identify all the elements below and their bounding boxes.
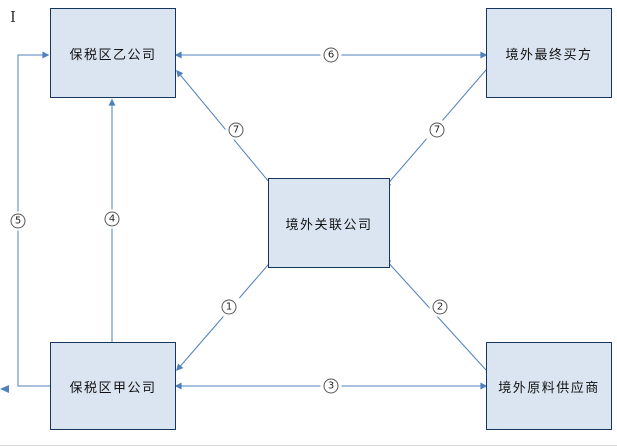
edge-label-1: 1 bbox=[218, 297, 240, 317]
edge-label-6: 6 bbox=[320, 45, 342, 65]
edge-label-7-right: 7 bbox=[426, 120, 448, 140]
edge-number-5: 5 bbox=[10, 213, 26, 229]
edge-number-6: 6 bbox=[323, 47, 339, 63]
edge-label-4: 4 bbox=[101, 209, 123, 229]
edge-label-5: 5 bbox=[7, 211, 29, 231]
node-final-buyer: 境外最终买方 bbox=[486, 8, 612, 98]
edge-number-7-right: 7 bbox=[429, 122, 445, 138]
edge-number-3: 3 bbox=[323, 378, 339, 394]
node-affiliate-label: 境外关联公司 bbox=[285, 217, 373, 233]
text-cursor-icon: I bbox=[10, 8, 16, 26]
edge-number-2: 2 bbox=[432, 299, 448, 315]
edge-label-3: 3 bbox=[320, 376, 342, 396]
edge-number-1: 1 bbox=[221, 299, 237, 315]
edge-number-4: 4 bbox=[104, 211, 120, 227]
node-affiliate: 境外关联公司 bbox=[268, 178, 390, 268]
node-company-b: 保税区乙公司 bbox=[50, 8, 176, 98]
edge-label-2: 2 bbox=[429, 297, 451, 317]
stray-arrowhead-icon bbox=[0, 385, 9, 393]
node-company-a-label: 保税区甲公司 bbox=[69, 380, 157, 396]
node-final-buyer-label: 境外最终买方 bbox=[505, 47, 593, 63]
node-supplier: 境外原料供应商 bbox=[486, 342, 612, 430]
edge-label-7-left: 7 bbox=[225, 120, 247, 140]
node-supplier-label: 境外原料供应商 bbox=[498, 380, 600, 396]
edge-number-7-left: 7 bbox=[228, 122, 244, 138]
node-company-a: 保税区甲公司 bbox=[50, 342, 176, 430]
node-company-b-label: 保税区乙公司 bbox=[69, 47, 157, 63]
